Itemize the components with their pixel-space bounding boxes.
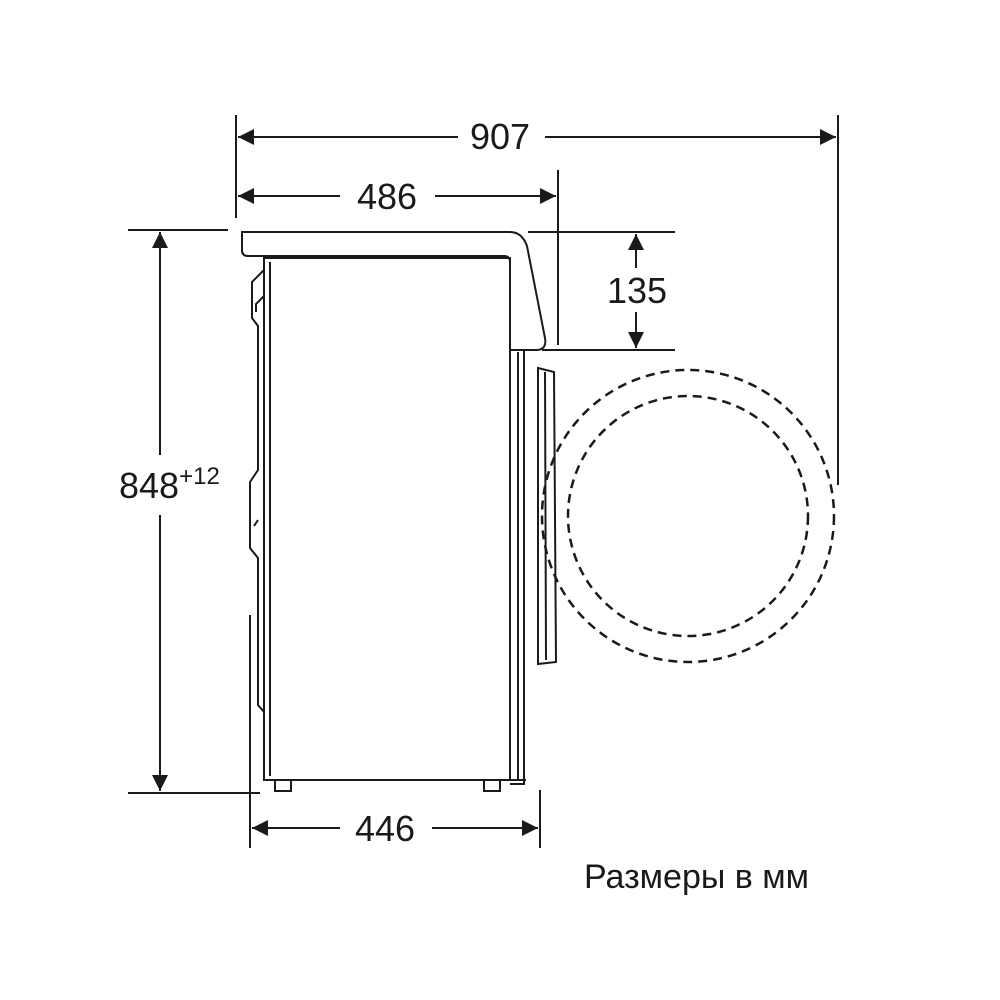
label-135: 135 — [607, 270, 667, 311]
units-caption: Размеры в мм — [584, 858, 810, 896]
door — [537, 366, 558, 666]
label-848: 848+12 — [119, 463, 220, 506]
height-tolerance: +12 — [179, 463, 220, 490]
worktop — [241, 231, 547, 351]
extension-lines — [128, 115, 839, 848]
foot-right — [483, 779, 501, 792]
label-486: 486 — [357, 176, 417, 217]
label-907: 907 — [470, 116, 530, 157]
label-446: 446 — [355, 808, 415, 849]
dimension-labels: 907 486 446 135 848+12 — [119, 116, 667, 849]
foot-left — [274, 779, 292, 792]
door-swing-arc — [540, 368, 836, 664]
dimension-lines — [152, 129, 836, 836]
front-panel — [510, 349, 525, 785]
back-panel — [249, 269, 265, 713]
machine-body — [263, 257, 511, 781]
height-value: 848 — [119, 465, 179, 506]
machine-side-view — [241, 231, 558, 792]
